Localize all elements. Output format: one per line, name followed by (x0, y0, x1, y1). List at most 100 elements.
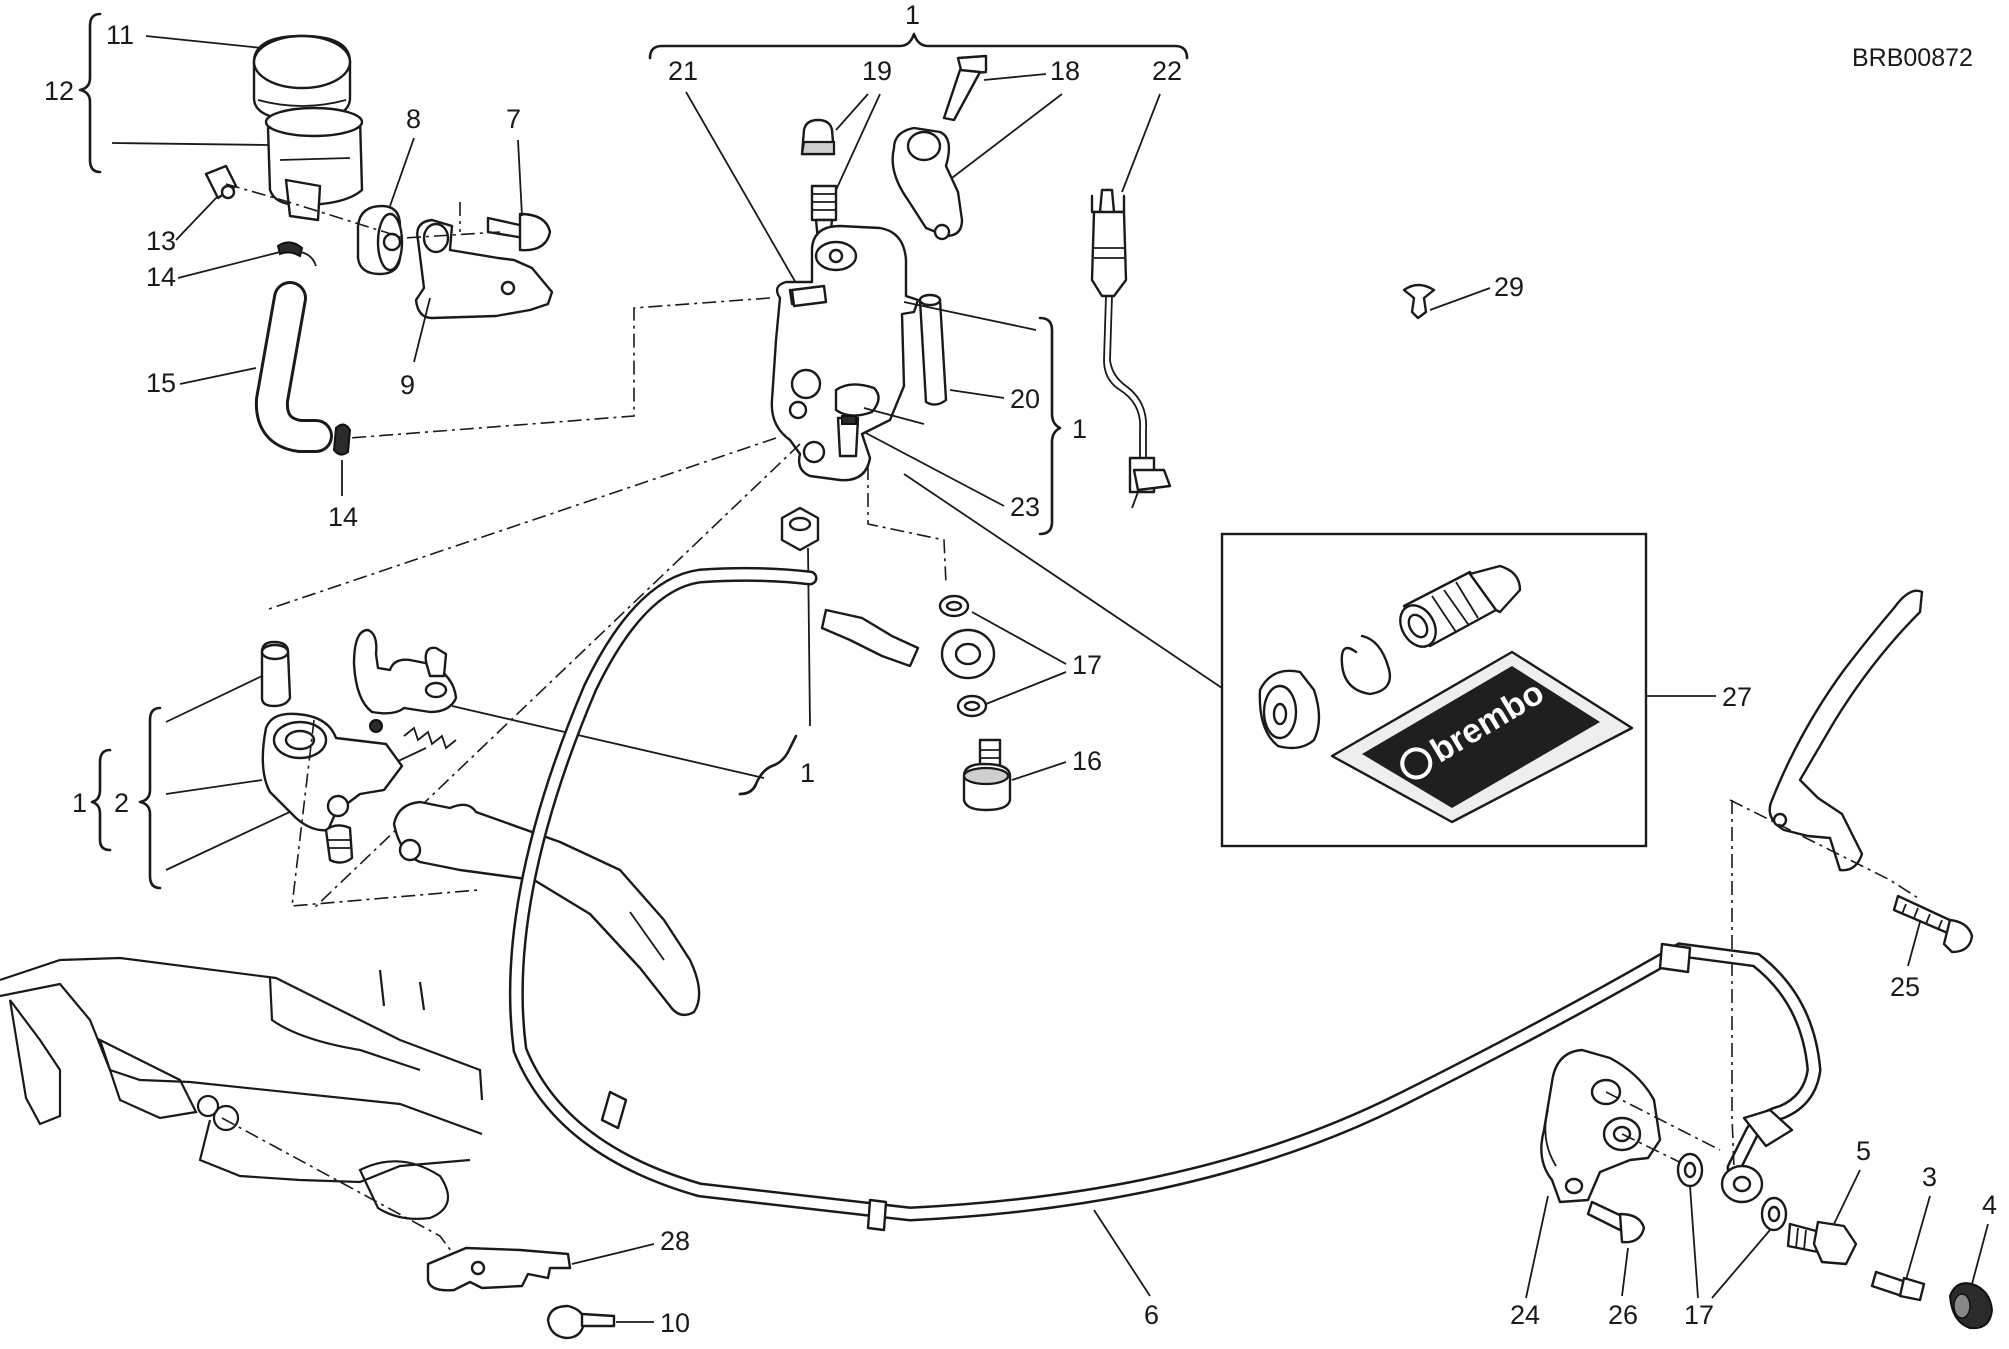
banjo-fitting-upper (820, 608, 920, 668)
brace-12 (78, 12, 102, 174)
callout-11[interactable]: 11 (106, 20, 134, 50)
callout-25[interactable]: 25 (1890, 972, 1920, 1002)
callout-10[interactable]: 10 (660, 1308, 690, 1338)
callout-16[interactable]: 16 (1072, 746, 1102, 776)
callout-17-b[interactable]: 17 (1684, 1300, 1714, 1330)
reservoir-cap (252, 34, 352, 122)
callout-21[interactable]: 21 (668, 56, 698, 86)
assembly-line-lever-a (265, 437, 777, 611)
frame-bracket-a (8, 999, 62, 1126)
callout-24[interactable]: 24 (1510, 1300, 1540, 1330)
callout-1-top[interactable]: 1 (905, 0, 920, 30)
assembly-line-slave-a (1605, 1091, 1721, 1151)
frame-bracket-b (98, 1037, 198, 1120)
leader-26 (1621, 1247, 1629, 1297)
callout-1-mid[interactable]: 1 (800, 758, 815, 788)
callout-12[interactable]: 12 (44, 76, 74, 106)
hose-ferrule-b (866, 1198, 888, 1232)
brace-1-mid-b (738, 782, 758, 796)
leader-28 (571, 1243, 655, 1265)
leader-29 (1429, 287, 1491, 311)
callout-22[interactable]: 22 (1152, 56, 1182, 86)
part-10-screw (546, 1304, 616, 1340)
leader-11 (145, 35, 263, 49)
part-bushing (260, 640, 292, 708)
part-banjo-nut (780, 506, 820, 552)
callout-9[interactable]: 9 (400, 370, 415, 400)
brembo-logo-icon (1400, 747, 1433, 780)
callout-14-a[interactable]: 14 (146, 262, 176, 292)
assembly-line-hose (349, 297, 771, 439)
assembly-line-lever-b (311, 443, 801, 911)
leader-1-right (903, 301, 1037, 331)
banjo-fitting-lower (1742, 1108, 1794, 1148)
callout-7[interactable]: 7 (506, 104, 521, 134)
callout-20[interactable]: 20 (1010, 384, 1040, 414)
top-brace-group: 1 (648, 0, 1189, 60)
callout-1-left[interactable]: 1 (72, 788, 87, 818)
callout-23[interactable]: 23 (1010, 492, 1040, 522)
part-29-rivet (1402, 283, 1436, 320)
callout-13[interactable]: 13 (146, 226, 176, 256)
brace-1-right (1038, 316, 1062, 536)
leader-24 (1525, 1195, 1549, 1299)
callout-6[interactable]: 6 (1144, 1300, 1159, 1330)
callout-8[interactable]: 8 (406, 104, 421, 134)
banjo-eye-lower-hole (1732, 1175, 1752, 1193)
assembly-line-frame (221, 1117, 481, 1291)
part-13-cap (204, 164, 238, 200)
leader-21 (685, 91, 801, 291)
part-4-cap (1948, 1282, 1994, 1330)
leader-kit-link (903, 473, 1223, 689)
upper-washers-and-bolt: 17 16 (938, 594, 1102, 812)
callout-27[interactable]: 27 (1722, 682, 1752, 712)
part-14-clip-upper (276, 241, 317, 267)
hose-ferrule-a (600, 1090, 628, 1130)
slave-cylinder-group: 25 24 26 17 (1510, 589, 1997, 1330)
master-cylinder-group: 21 19 18 22 (265, 54, 1182, 911)
part-23-adjuster (836, 415, 860, 458)
part-6-hose (508, 566, 1822, 1232)
frame-outline-a (0, 956, 484, 1101)
callout-18[interactable]: 18 (1050, 56, 1080, 86)
part-26-bolt (1586, 1200, 1646, 1244)
part-16-banjo-bolt (962, 738, 1012, 812)
callout-14-b[interactable]: 14 (328, 502, 358, 532)
callout-5[interactable]: 5 (1856, 1136, 1871, 1166)
frame-section: 28 10 (0, 956, 690, 1340)
brembo-label-plate (1362, 666, 1600, 808)
leader-2-a (165, 675, 263, 723)
frame-outline-c (268, 977, 421, 1072)
leader-18-a (983, 73, 1047, 81)
lever-group: 1 2 (72, 547, 815, 1017)
callout-26[interactable]: 26 (1608, 1300, 1638, 1330)
leader-bore (863, 407, 925, 425)
top-brace (648, 32, 1189, 60)
part-19-cap (800, 118, 836, 156)
part-22-switch (1090, 188, 1172, 509)
callout-1-right[interactable]: 1 (1072, 414, 1087, 444)
callout-2[interactable]: 2 (114, 788, 129, 818)
part-21-spigot (790, 284, 828, 308)
part-9-bracket (414, 218, 554, 320)
leader-23 (863, 431, 1005, 507)
leader-2-b (165, 779, 263, 795)
leader-22 (1121, 93, 1161, 193)
drawing-code: BRB00872 (1852, 44, 1973, 72)
callout-4[interactable]: 4 (1982, 1190, 1997, 1220)
brace-1-mid-a (738, 734, 798, 796)
callout-17-a[interactable]: 17 (1072, 650, 1102, 680)
leader-6 (1093, 1209, 1151, 1297)
callout-3[interactable]: 3 (1922, 1162, 1937, 1192)
callout-28[interactable]: 28 (660, 1226, 690, 1256)
part-25-bolt (1892, 894, 1974, 954)
kit-piston (1399, 564, 1522, 648)
callout-15[interactable]: 15 (146, 368, 176, 398)
callout-19[interactable]: 19 (862, 56, 892, 86)
kit-circlip (1340, 634, 1392, 696)
part-18-screw (942, 54, 988, 122)
leader-17-b-1 (1689, 1185, 1699, 1299)
leader-20 (949, 389, 1005, 399)
kit-seal-cup (1258, 669, 1321, 750)
callout-29[interactable]: 29 (1494, 272, 1524, 302)
